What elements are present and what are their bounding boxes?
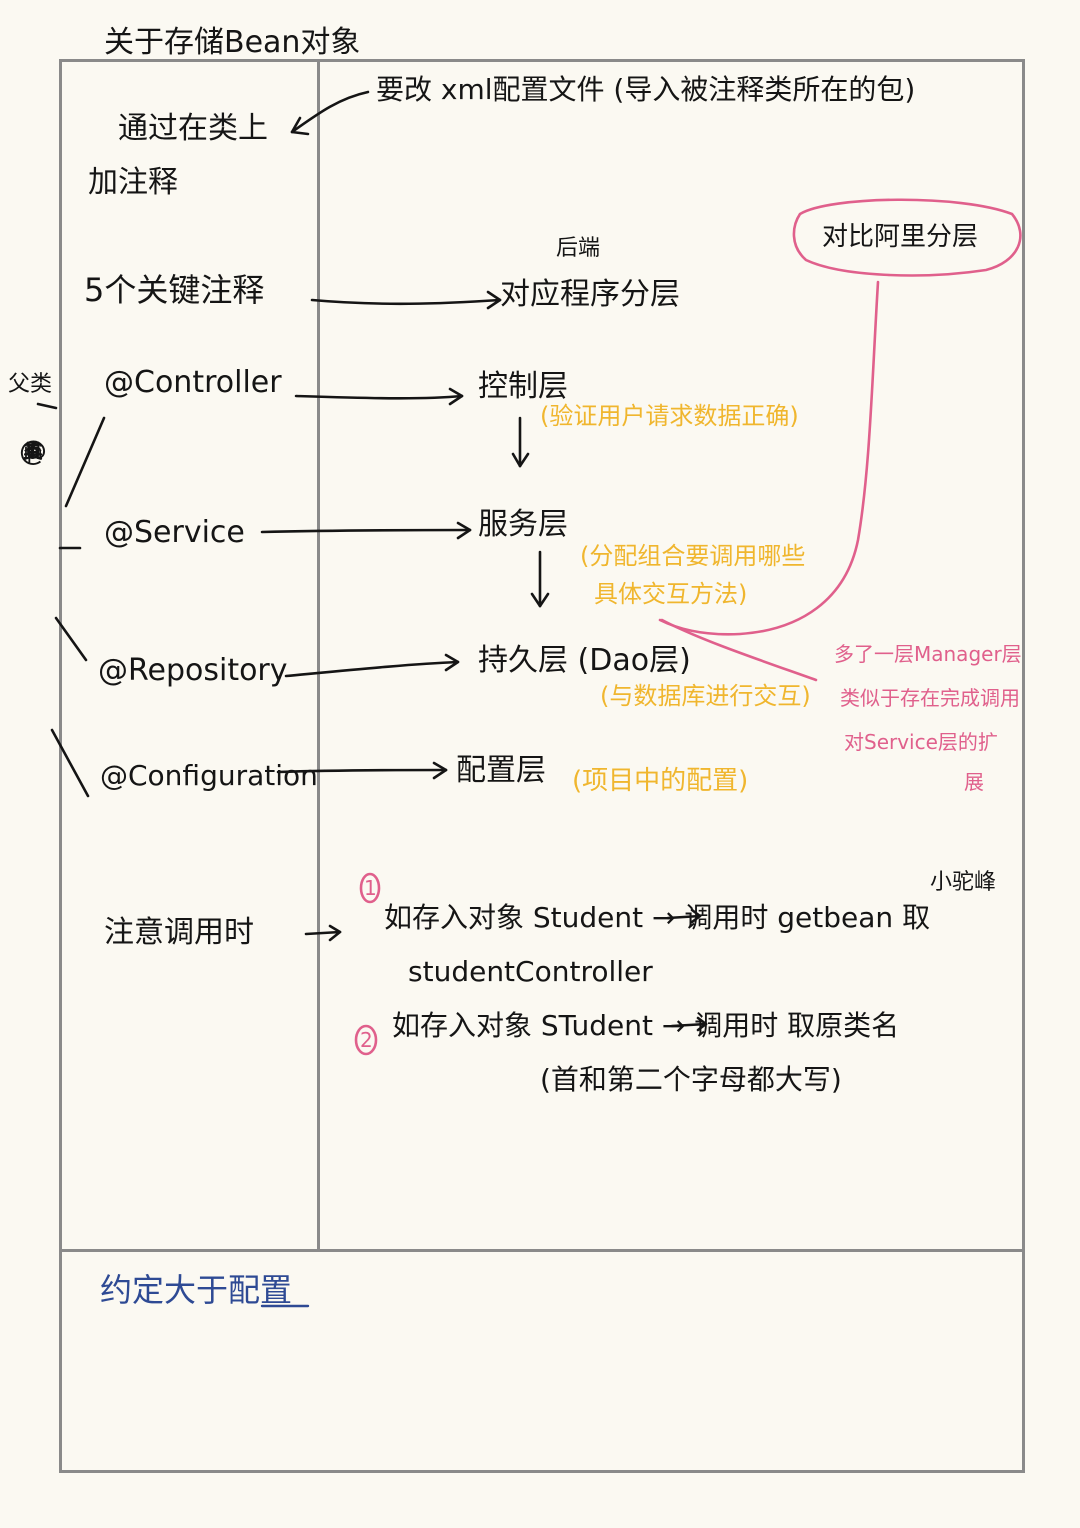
control-layer: 控制层 <box>478 369 568 404</box>
manager-note-line4: 展 <box>964 770 984 794</box>
column-divider <box>317 59 320 1252</box>
component-char: n <box>26 439 40 463</box>
component-char: o <box>26 439 40 463</box>
component-char: o <box>26 439 40 463</box>
compare-bubble-outline <box>792 198 1022 277</box>
manager-note-line1: 多了一层Manager层 <box>834 642 1022 666</box>
repository-annotation: @Repository <box>98 653 288 688</box>
service-note-line1: (分配组合要调用哪些 <box>580 542 806 570</box>
manager-note-line2: 类似于存在完成调用 <box>840 686 1020 710</box>
service-note-line2: 具体交互方法) <box>594 580 748 608</box>
compare-bubble-text: 对比阿里分层 <box>822 222 979 252</box>
persist-layer: 持久层 (Dao层) <box>478 643 691 678</box>
config-note: (项目中的配置) <box>572 766 749 796</box>
component-char: @ <box>19 434 47 467</box>
manager-note-line3: 对Service层的扩 <box>844 730 998 754</box>
note-call: 注意调用时 <box>104 915 254 950</box>
configuration-annotation: @Configuration <box>100 759 318 792</box>
annotations-arrow <box>310 298 502 306</box>
persist-note: (与数据库进行交互) <box>600 682 811 710</box>
brace-line-controller <box>64 416 106 508</box>
component-char: n <box>26 439 40 463</box>
camel-case-label: 小驼峰 <box>930 870 997 895</box>
rule2-number: 2 <box>360 1028 373 1052</box>
frontend-label: 后端 <box>556 236 601 261</box>
rule1-line1: 如存入对象 Student → 调用时 getbean 取 <box>384 901 931 934</box>
note-call-arrow <box>304 930 342 936</box>
frame-left <box>59 59 62 1473</box>
component-char: e <box>26 439 40 463</box>
rule1-line2: studentController <box>408 955 653 988</box>
frame-right <box>1022 59 1025 1473</box>
configuration-arrow <box>276 768 448 774</box>
convention-heading: 约定大于配置 <box>100 1271 293 1309</box>
component-char: 工 <box>23 439 43 463</box>
rule2-line1: 如存入对象 STudent → 调用时 取原类名 <box>392 1009 900 1042</box>
xml-note: 要改 xml配置文件 (导入被注释类所在的包) <box>376 73 916 106</box>
page-title: 关于存储Bean对象 <box>104 25 361 60</box>
rule2-circle <box>354 1024 378 1056</box>
brace-line-repository <box>54 616 88 662</box>
service-arrow <box>260 528 472 534</box>
service-layer: 服务层 <box>478 507 568 542</box>
component-char: 具 <box>23 439 43 463</box>
five-annotations: 5个关键注释 <box>84 271 265 309</box>
xml-arrow <box>290 90 370 134</box>
component-char: m <box>23 439 43 463</box>
component-char: t <box>29 439 37 463</box>
component-char: 类 <box>23 439 43 463</box>
rule1-circle <box>359 872 381 904</box>
controller-arrow <box>294 394 464 400</box>
service-annotation: @Service <box>104 515 245 550</box>
class-annotation-line2: 加注释 <box>88 165 178 200</box>
frame-top <box>59 59 1025 62</box>
layer-title: 对应程序分层 <box>500 277 680 312</box>
repository-arrow <box>284 660 460 678</box>
brace-line-configuration <box>50 728 90 798</box>
component-char: p <box>26 439 40 463</box>
config-layer: 配置层 <box>456 753 546 788</box>
control-note: (验证用户请求数据正确) <box>540 402 799 430</box>
rule1-number: 1 <box>364 876 377 900</box>
compare-connector <box>658 280 880 636</box>
manager-connector <box>660 618 818 682</box>
frame-bottom <box>59 1470 1025 1473</box>
bottom-section-divider <box>59 1249 1025 1252</box>
class-annotation-line1: 通过在类上 <box>118 111 268 146</box>
parent-label: 父类 <box>8 372 53 397</box>
controller-annotation: @Controller <box>104 365 282 400</box>
component-char: C <box>26 439 40 463</box>
rule2-line2: (首和第二个字母都大写) <box>540 1063 842 1096</box>
